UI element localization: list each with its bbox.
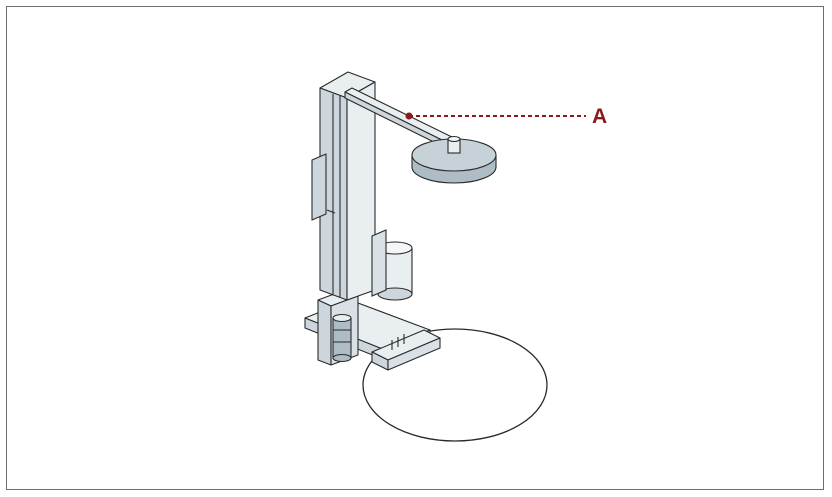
callout-a-label: A	[592, 105, 607, 128]
top-platen	[411, 135, 497, 184]
callout-a-dot	[405, 112, 413, 120]
mast	[319, 71, 376, 301]
control-box	[311, 153, 327, 221]
film-carriage	[317, 289, 359, 366]
motor-drum	[371, 229, 413, 301]
